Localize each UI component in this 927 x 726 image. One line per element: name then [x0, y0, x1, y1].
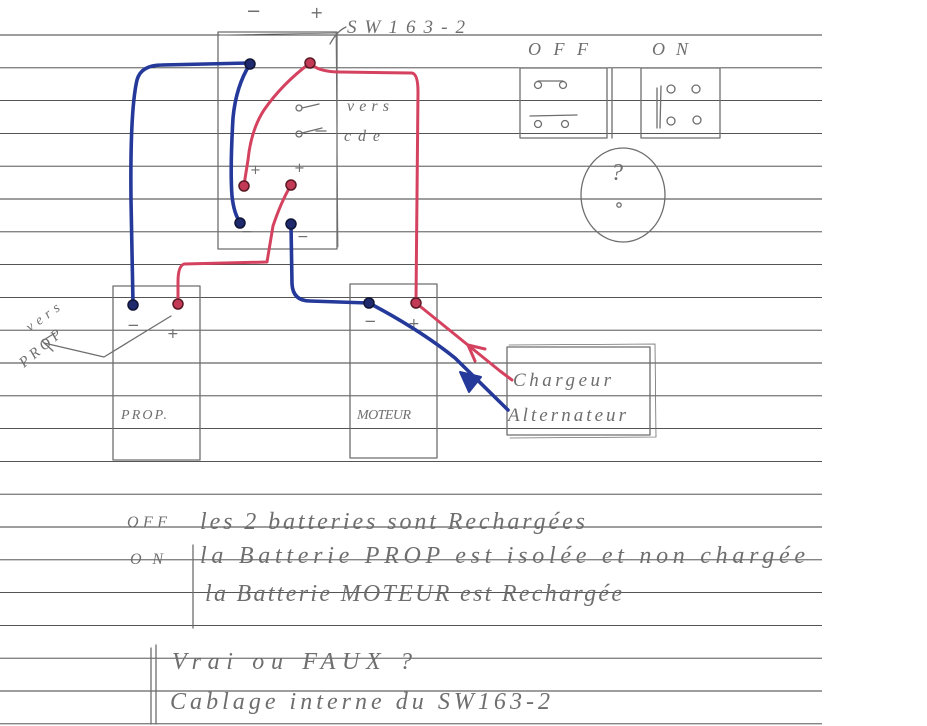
battery-moteur-label: MOTEUR [356, 408, 411, 423]
terminal-negative [244, 58, 256, 70]
contact-point [295, 130, 303, 138]
switch-terminal-minus-left-mark: − [241, 224, 253, 240]
position-off-box [519, 67, 608, 139]
contact-point [533, 80, 543, 90]
battery-prop-minus-mark: − [127, 316, 140, 334]
terminal-positive [238, 180, 250, 192]
legend-off-text: les 2 batteries sont Rechargées [200, 509, 585, 535]
contact-label-cde: cde [344, 128, 380, 145]
wiring [129, 61, 514, 412]
contact-point [666, 116, 676, 126]
switch-label-leader [329, 26, 347, 45]
battery-moteur: − + MOTEUR [349, 283, 438, 459]
battery-prop-plus-mark: + [167, 326, 179, 342]
terminal-positive [285, 179, 297, 191]
contact-point [692, 115, 702, 125]
charge-source-box-sketch [508, 343, 657, 439]
wire-negative-switch-internal [229, 62, 252, 224]
notes-caption: Cablage interne du SW163-2 [170, 689, 550, 715]
contact-bridge [656, 85, 662, 129]
contact-point [560, 119, 570, 129]
notes-question: Vrai ou FAUX ? [172, 649, 412, 675]
pointer-label-prop: PROP [16, 327, 65, 372]
contact-point [558, 80, 568, 90]
switch-terminal-plus-right-mark: + [294, 161, 305, 176]
legend-on-text-1: la Batterie PROP est isolée et non charg… [200, 543, 805, 569]
wire-positive-switch-internal [242, 61, 312, 187]
unknown-position-mark: ? [611, 160, 623, 186]
position-on-label: ON [652, 39, 689, 59]
contact-point [295, 104, 303, 112]
contact-point [666, 84, 676, 94]
charge-source-label-alternateur: Alternateur [506, 405, 627, 426]
wire-positive-switch-to-moteur [308, 61, 420, 302]
battery-prop-label: PROP. [120, 408, 167, 423]
terminal-positive [410, 297, 422, 309]
contact-blade [301, 127, 327, 134]
battery-prop: − + PROP. [112, 285, 201, 461]
switch-body-sketch [219, 32, 339, 248]
paper-ruling [0, 34, 822, 725]
pointer-vers-prop: vers PROP [16, 300, 172, 372]
legend-notes: OFF les 2 batteries sont Rechargées ON l… [127, 509, 805, 725]
switch-position-legend: OFF ON ? [519, 39, 721, 243]
switch-terminal-minus-right-mark: − [297, 229, 309, 245]
arrow-up-left-icon [459, 371, 482, 393]
terminal-negative [363, 297, 375, 309]
charge-source-label-chargeur: Chargeur [513, 370, 612, 391]
contact-point [691, 84, 701, 94]
terminal-negative [127, 299, 139, 311]
contact-blade [301, 103, 320, 109]
pointer-line [43, 315, 172, 358]
wire-negative-prop-to-switch [129, 61, 251, 305]
charge-source-box [506, 346, 651, 436]
wire-negative-moteur-to-alternateur [367, 301, 510, 412]
battery-moteur-minus-mark: − [364, 312, 377, 330]
switch-top-plus-mark: + [310, 3, 323, 22]
notes-double-bar [150, 644, 157, 725]
battery-moteur-box [349, 283, 438, 459]
switch-top-minus-mark: − [246, 1, 261, 22]
position-on-box [640, 67, 721, 139]
switch-closed-icon [656, 84, 702, 129]
battery-prop-box [112, 285, 201, 461]
contact-point [533, 119, 543, 129]
terminal-positive [304, 57, 316, 69]
terminal-negative [234, 217, 246, 229]
arrow-left-icon [41, 332, 56, 352]
battery-moteur-plus-mark: + [408, 316, 420, 332]
contact-bridge [529, 114, 578, 117]
legend-on-text-2: la Batterie MOTEUR est Rechargée [205, 581, 622, 607]
unknown-position-circle [580, 147, 666, 243]
legend-off-key: OFF [127, 514, 167, 531]
charge-source: Chargeur Alternateur [506, 343, 657, 439]
position-off-label: OFF [528, 39, 589, 59]
unknown-position-dot [616, 202, 622, 208]
wire-negative-switch-to-moteur [289, 222, 370, 305]
arrow-up-left-icon [466, 343, 487, 363]
terminals [127, 57, 422, 311]
wire-positive-switch-to-prop [176, 183, 293, 305]
switch-open-icon [529, 80, 578, 129]
switch-terminal-plus-left-mark: + [250, 163, 261, 178]
wire-positive-moteur-to-chargeur [414, 301, 514, 382]
terminal-negative [285, 218, 297, 230]
terminal-positive [172, 298, 184, 310]
